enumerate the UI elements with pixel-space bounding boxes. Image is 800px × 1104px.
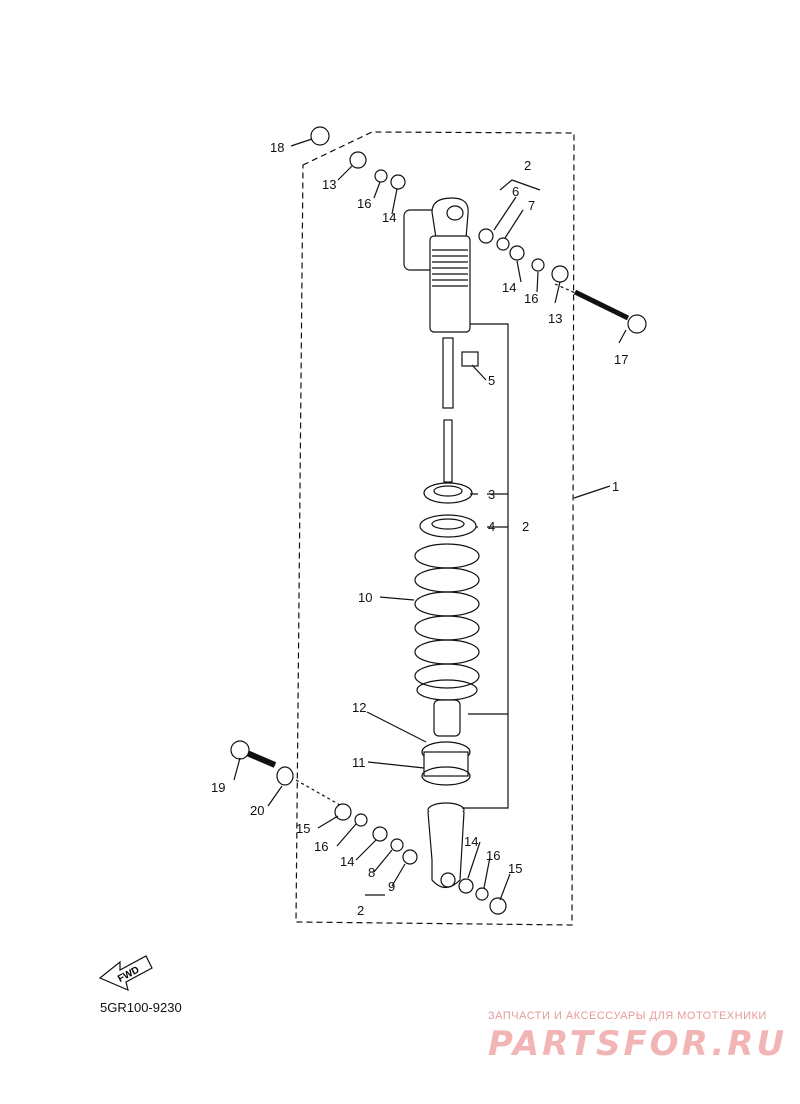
part-18-bolt-head [310, 126, 330, 146]
callout-20: 20 [250, 803, 264, 818]
callout-14: 14 [502, 280, 516, 295]
watermark-logo: PARTSFOR.RU [488, 1024, 788, 1064]
callout-9: 9 [388, 879, 395, 894]
diagram-code: 5GR100-9230 [100, 1000, 182, 1015]
callout-16: 16 [486, 848, 500, 863]
part-5-nut [461, 351, 479, 367]
part-7-seal [496, 237, 510, 251]
callout-2: 2 [522, 519, 529, 534]
part-16-oring-right [531, 258, 545, 272]
part-15-collar-lower-right [489, 897, 507, 915]
part-4-locknut [419, 514, 477, 538]
part-16-oring-top [374, 169, 388, 183]
callout-15: 15 [296, 821, 310, 836]
watermark-tagline: ЗАПЧАСТИ И АКСЕССУАРЫ ДЛЯ МОТОТЕХНИКИ [488, 1010, 767, 1022]
part-16-oring-left [354, 813, 368, 827]
callout-19: 19 [211, 780, 225, 795]
callout-12: 12 [352, 700, 366, 715]
part-14-bearing-lower-right [458, 878, 474, 894]
bracket-2-top [499, 179, 541, 191]
callout-1: 1 [612, 479, 619, 494]
callout-4: 4 [488, 519, 495, 534]
callout-3: 3 [488, 487, 495, 502]
lower-eye [427, 811, 465, 889]
part-13-collar-top [349, 151, 367, 169]
fwd-arrow [98, 955, 153, 992]
assembly-boundary [295, 131, 575, 926]
callout-16: 16 [314, 839, 328, 854]
callout-11: 11 [352, 755, 366, 770]
part-20-washer [276, 766, 294, 786]
callout-6: 6 [512, 184, 519, 199]
part-6-bush [478, 228, 494, 244]
part-15-collar-left [334, 803, 352, 821]
callout-5: 5 [488, 373, 495, 388]
part-16-oring-lower-right [475, 887, 489, 901]
callout-2: 2 [357, 903, 364, 918]
callout-14: 14 [464, 834, 478, 849]
part-12-bump-stop [433, 699, 461, 737]
shock-body [429, 235, 471, 333]
callout-14: 14 [340, 854, 354, 869]
part-14-bearing-right [509, 245, 525, 261]
bracket-2-right [462, 323, 509, 809]
part-10-spring [414, 543, 480, 701]
part-9-bush [402, 849, 418, 865]
callout-7: 7 [528, 198, 535, 213]
callout-16: 16 [524, 291, 538, 306]
callout-14: 14 [382, 210, 396, 225]
shock-shaft [442, 337, 454, 409]
callout-16: 16 [357, 196, 371, 211]
callout-17: 17 [614, 352, 628, 367]
part-14-bearing-top [390, 174, 406, 190]
part-14-bearing-left [372, 826, 388, 842]
part-13-collar-right [551, 265, 569, 283]
callout-13: 13 [548, 311, 562, 326]
callout-10: 10 [358, 590, 372, 605]
callout-15: 15 [508, 861, 522, 876]
callout-13: 13 [322, 177, 336, 192]
part-8-seal [390, 838, 404, 852]
callout-18: 18 [270, 140, 284, 155]
callout-8: 8 [368, 865, 375, 880]
callout-2: 2 [524, 158, 531, 173]
